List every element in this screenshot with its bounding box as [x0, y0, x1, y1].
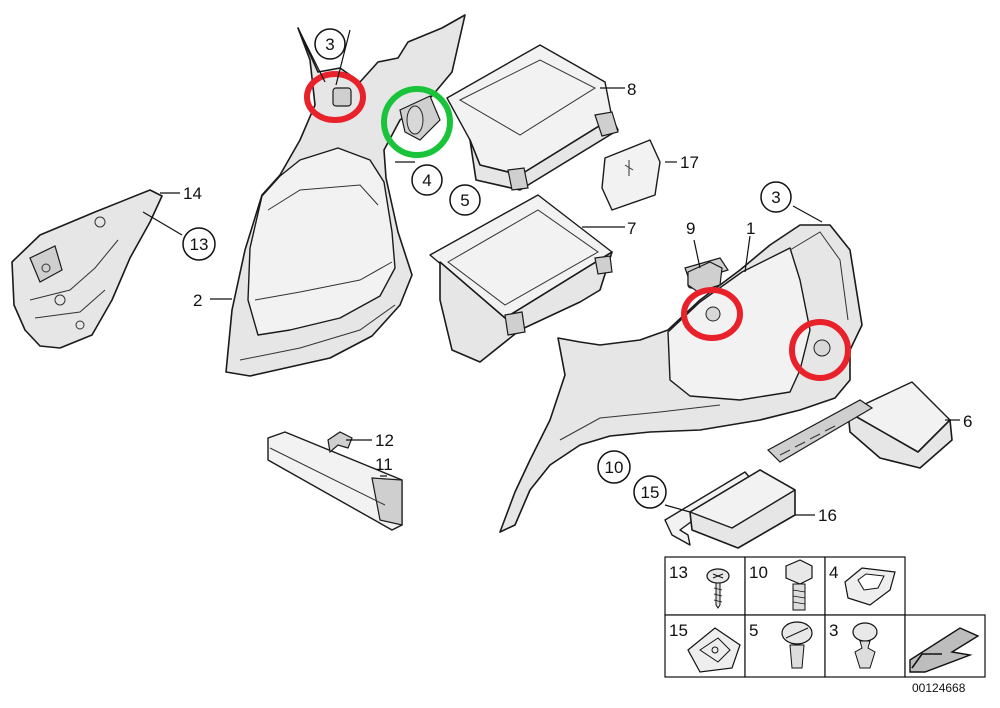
spring-clip-icon	[687, 627, 741, 673]
svg-text:13: 13	[190, 235, 209, 254]
part-side-trim-panel	[11, 189, 163, 349]
callout-7: 7	[627, 219, 636, 238]
svg-text:5: 5	[460, 191, 469, 210]
callout-6: 6	[963, 412, 972, 431]
push-pin-icon	[852, 622, 878, 669]
callout-13: 13	[182, 227, 216, 261]
hex-bolt-icon	[785, 559, 813, 611]
part-trim-strip	[267, 431, 403, 531]
callout-10: 10	[597, 450, 631, 484]
legend-label-5: 5	[749, 621, 758, 640]
svg-text:15: 15	[641, 483, 660, 502]
highlight-ring-red-right	[789, 319, 851, 381]
plastic-rivet-icon	[781, 621, 813, 669]
callout-15: 15	[633, 475, 667, 509]
callouts: 3 4 5 8 17 7 9 1 3 2 14 13 6 12 11 10	[182, 28, 972, 525]
fastener-red-mid	[705, 306, 721, 322]
callout-9: 9	[686, 219, 695, 238]
callout-2: 2	[193, 291, 202, 310]
part-small-clip	[327, 431, 353, 454]
clip-nut-icon	[844, 567, 896, 606]
svg-text:10: 10	[605, 458, 624, 477]
part-upper-tray	[446, 44, 619, 191]
callout-3-left: 3	[314, 28, 346, 60]
fastener-green	[406, 105, 424, 135]
svg-text:4: 4	[422, 171, 431, 190]
callout-16: 16	[818, 506, 837, 525]
highlight-ring-green	[381, 86, 453, 158]
legend-label-10: 10	[749, 563, 768, 582]
svg-text:3: 3	[771, 188, 780, 207]
callout-1: 1	[746, 219, 755, 238]
highlight-ring-red-mid	[681, 287, 743, 341]
highlight-ring-red-left	[304, 71, 366, 123]
callout-4: 4	[411, 164, 443, 196]
document-number: 00124668	[912, 681, 966, 695]
direction-arrow-icon	[909, 627, 980, 673]
part-right-tray	[767, 381, 953, 469]
screw-icon	[706, 568, 730, 609]
callout-14: 14	[183, 184, 202, 203]
callout-8: 8	[627, 80, 636, 99]
callout-12: 12	[375, 431, 394, 450]
svg-text:3: 3	[325, 35, 334, 54]
callout-3-right: 3	[760, 181, 792, 213]
leader-lines	[142, 27, 960, 516]
part-small-cover	[601, 139, 661, 211]
callout-11: 11	[375, 455, 393, 474]
legend-label-13: 13	[669, 563, 688, 582]
fastener-red-right	[813, 339, 831, 357]
callout-5: 5	[449, 184, 481, 216]
part-storage-box	[429, 194, 613, 363]
legend-label-4: 4	[829, 563, 838, 582]
fastener-legend: 13 10 4 15 5 3	[664, 556, 986, 678]
part-clip-9	[687, 261, 723, 293]
legend-label-3: 3	[829, 621, 838, 640]
callout-17: 17	[680, 153, 699, 172]
legend-label-15: 15	[669, 621, 688, 640]
part-module-bracket	[664, 469, 796, 549]
